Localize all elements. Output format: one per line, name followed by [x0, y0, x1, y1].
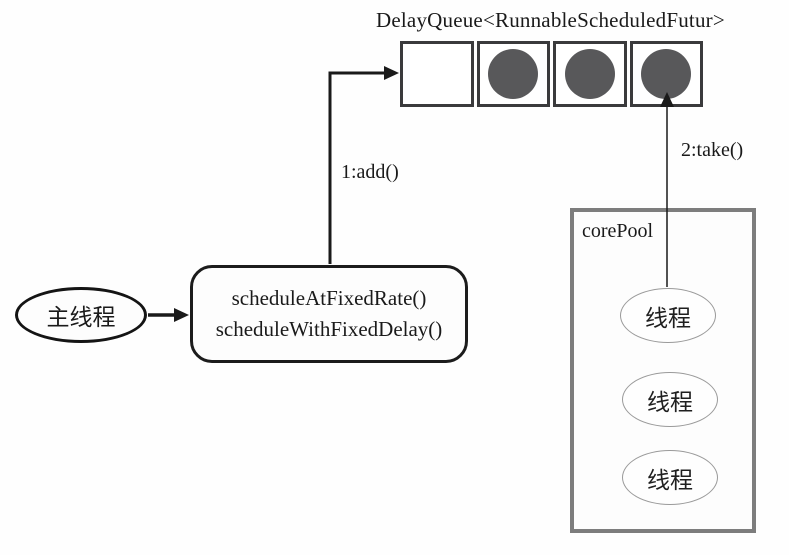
main-thread-ellipse: 主线程: [15, 287, 147, 343]
thread-ellipse: 线程: [620, 288, 716, 343]
thread-ellipse: 线程: [622, 372, 718, 427]
queue-cell: [553, 41, 627, 107]
scheduler-method-1: scheduleAtFixedRate(): [231, 286, 427, 310]
thread-label: 线程: [647, 389, 693, 415]
queue-item-circle: [488, 49, 539, 99]
delay-queue: [400, 41, 703, 107]
queue-cell: [476, 41, 550, 107]
thread-ellipse: 线程: [622, 450, 718, 505]
queue-item-circle: [641, 49, 692, 99]
scheduler-box: scheduleAtFixedRate() scheduleWithFixedD…: [190, 265, 468, 363]
thread-label: 线程: [647, 467, 693, 493]
main-thread-label: 主线程: [46, 305, 116, 330]
queue-cell: [400, 41, 474, 107]
core-pool-label: corePool: [582, 220, 654, 242]
main-to-scheduler-arrow: [148, 308, 189, 322]
queue-item-circle: [564, 49, 615, 99]
queue-cell: [629, 41, 703, 107]
delay-queue-title: DelayQueue<RunnableScheduledFutur>: [376, 8, 725, 32]
scheduler-method-2: scheduleWithFixedDelay(): [215, 317, 443, 341]
take-edge-label: 2:take(): [681, 139, 744, 161]
thread-label: 线程: [645, 305, 691, 331]
add-edge-label: 1:add(): [341, 161, 399, 183]
